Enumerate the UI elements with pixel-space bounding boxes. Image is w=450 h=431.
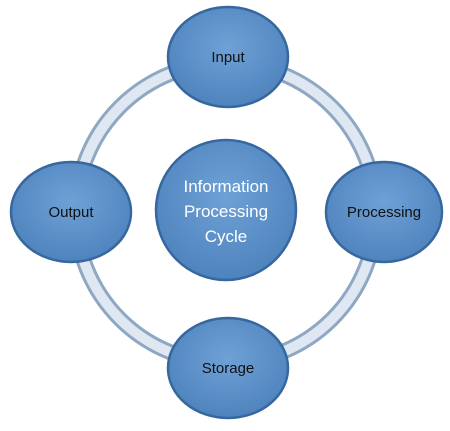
node-output-label: Output (48, 204, 94, 221)
node-input-shape (166, 5, 290, 109)
node-processing-shape (324, 160, 444, 264)
node-output-shape (9, 160, 133, 264)
center-label-line-1: Information (183, 177, 268, 196)
center-circle-shape (154, 138, 298, 282)
node-processing: Processing (324, 160, 444, 264)
node-input-label: Input (211, 49, 245, 66)
node-storage-label: Storage (202, 360, 255, 377)
center-label-line-2: Processing (184, 202, 268, 221)
center-circle: Information Processing Cycle (154, 138, 298, 282)
node-processing-label: Processing (347, 204, 421, 221)
node-input: Input (166, 5, 290, 109)
center-label-line-3: Cycle (205, 227, 248, 246)
node-storage: Storage (166, 316, 290, 420)
node-output: Output (9, 160, 133, 264)
node-storage-shape (166, 316, 290, 420)
